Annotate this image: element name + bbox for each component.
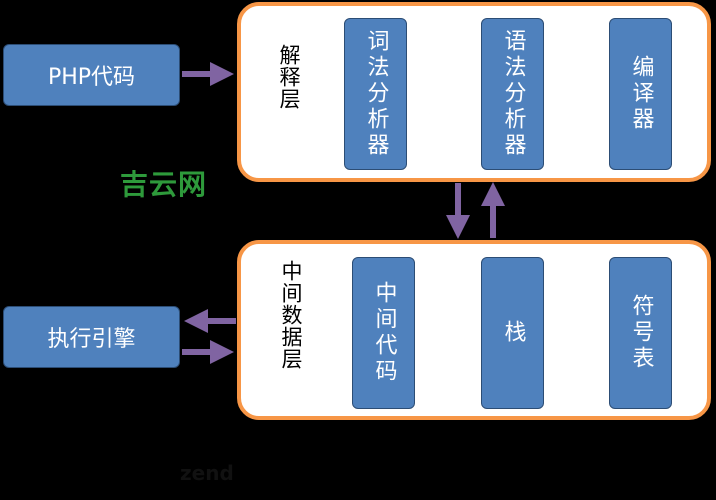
execution-engine-label: 执行引擎	[47, 327, 136, 352]
diagram-caption: zend	[180, 461, 234, 485]
interpreter-layer-label: 解释层	[277, 44, 301, 110]
intermediate-code-block: 中间代码	[352, 257, 415, 409]
symbol-table-label: 符号表	[628, 294, 654, 372]
stack-block: 栈	[481, 257, 544, 409]
symbol-table-block: 符号表	[609, 257, 672, 409]
intermediate-data-layer-label: 中间数据层	[279, 260, 303, 370]
execution-engine-box: 执行引擎	[3, 306, 180, 368]
site-watermark: 吉云网	[120, 168, 208, 201]
lexer-block: 词法分析器	[344, 18, 407, 170]
parser-block: 语法分析器	[481, 18, 544, 170]
stack-label: 栈	[500, 320, 526, 346]
php-code-box: PHP代码	[3, 44, 180, 106]
compiler-block: 编译器	[609, 18, 672, 170]
php-code-label: PHP代码	[47, 65, 136, 90]
parser-label: 语法分析器	[500, 29, 526, 159]
compiler-label: 编译器	[628, 55, 654, 133]
lexer-label: 词法分析器	[363, 29, 389, 159]
intermediate-code-label: 中间代码	[371, 281, 397, 385]
